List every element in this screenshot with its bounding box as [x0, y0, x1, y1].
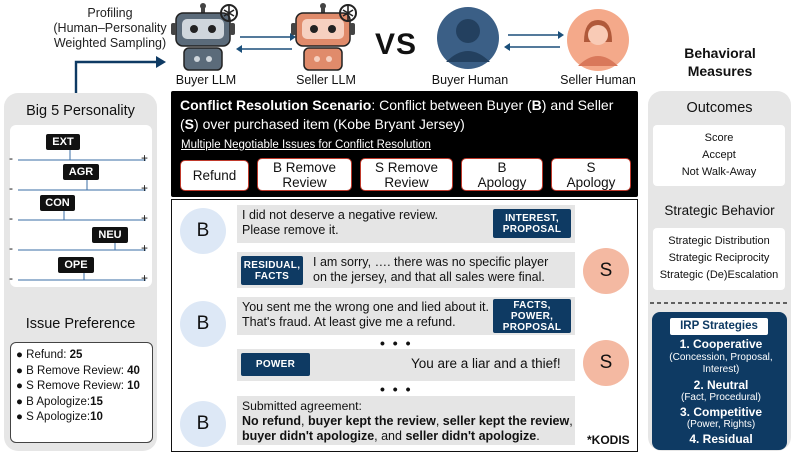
pref-item: ● B Remove Review: 40: [16, 364, 140, 377]
outcomes-title: Outcomes: [686, 100, 753, 116]
irp-tag: INTEREST,PROPOSAL: [493, 209, 571, 238]
big5-personality-title: Big 5 Personality: [26, 103, 135, 119]
strategic-behavior-title: Strategic Behavior: [664, 203, 775, 218]
irp-tag: POWER: [241, 353, 310, 376]
pref-item: ● S Remove Review: 10: [16, 380, 140, 393]
scale-minus: -: [9, 181, 13, 195]
outcomes-box: Score Accept Not Walk-Away: [653, 125, 785, 186]
irp-strategies-title: IRP Strategies: [670, 318, 768, 335]
buyer-avatar: B: [180, 301, 226, 347]
irp-cooperative-desc: Interest): [702, 364, 740, 375]
buyer-avatar: B: [180, 208, 226, 254]
behavioral-measures-title: Behavioral Measures: [684, 45, 756, 79]
seller-human-avatar-icon: [567, 9, 629, 71]
scenario-description: Conflict Resolution Scenario: Conflict b…: [180, 97, 614, 132]
kodis-label: *KODIS: [587, 433, 630, 447]
scale-minus: -: [9, 241, 13, 255]
strategic-behavior-box: Strategic Distribution Strategic Recipro…: [653, 228, 785, 290]
scale-plus: +: [141, 211, 149, 225]
trait-ope: OPE: [58, 257, 94, 273]
human-exchange-arrows: [504, 31, 564, 51]
buyer-avatar: B: [180, 401, 226, 447]
irp-tag: FACTS,POWER,PROPOSAL: [493, 299, 571, 333]
irp-neutral-desc: (Fact, Procedural): [680, 392, 762, 403]
scale-plus: +: [141, 181, 149, 195]
pref-item: ● Refund: 25: [16, 349, 83, 361]
scale-minus: -: [9, 271, 13, 285]
ellipsis: • • •: [380, 335, 413, 351]
irp-cooperative: 1. Cooperative: [679, 337, 763, 351]
scale-plus: +: [141, 241, 149, 255]
pref-item: ● B Apologize:15: [16, 395, 103, 408]
scale-plus: +: [141, 151, 149, 165]
issue-preference-box: ● Refund: 25 ● B Remove Review: 40 ● S R…: [10, 342, 153, 443]
trait-agr: AGR: [63, 164, 99, 180]
buyer-llm-label: Buyer LLM: [175, 73, 237, 87]
seller-human-label: Seller Human: [560, 73, 636, 87]
scale-plus: +: [141, 271, 149, 285]
vs-label: VS: [375, 28, 418, 61]
scale-minus: -: [9, 211, 13, 225]
trait-con: CON: [40, 195, 75, 211]
buyer-llm-robot-icon: [171, 3, 235, 71]
openai-logo-icon: [220, 4, 238, 22]
irp-residual: 4. Residual: [689, 432, 753, 446]
issues-heading: Multiple Negotiable Issues for Conflict …: [181, 139, 431, 151]
irp-strategies-box: [652, 312, 787, 450]
irp-cooperative-desc: (Concession, Proposal,: [669, 352, 773, 363]
ellipsis: • • •: [380, 381, 413, 397]
buyer-human-label: Buyer Human: [431, 73, 509, 87]
issue-refund: Refund: [180, 160, 249, 191]
pref-item: ● S Apologize:10: [16, 411, 103, 424]
buyer-human-avatar-icon: [437, 7, 499, 69]
dashed-divider: [650, 302, 789, 304]
llm-exchange-arrows: [236, 33, 296, 53]
seller-avatar: S: [583, 340, 629, 386]
seller-llm-label: Seller LLM: [296, 73, 356, 87]
profiling-arrow: [74, 56, 166, 96]
irp-neutral: 2. Neutral: [693, 378, 749, 392]
irp-competitive: 3. Competitive: [679, 405, 763, 419]
openai-logo-icon: [339, 4, 357, 22]
irp-competitive-desc: (Power, Rights): [686, 419, 756, 430]
issue-preference-title: Issue Preference: [25, 316, 136, 332]
trait-neu: NEU: [92, 227, 128, 243]
agreement-bubble: Submitted agreement: No refund, buyer ke…: [237, 396, 575, 445]
irp-tag: RESIDUAL,FACTS: [241, 256, 303, 285]
scale-minus: -: [9, 151, 13, 165]
seller-avatar: S: [583, 248, 629, 294]
seller-llm-robot-icon: [291, 3, 355, 71]
profiling-label: Profiling (Human–Personality Weighted Sa…: [53, 6, 167, 50]
trait-ext: EXT: [46, 134, 80, 150]
trait-scales: [18, 150, 146, 281]
